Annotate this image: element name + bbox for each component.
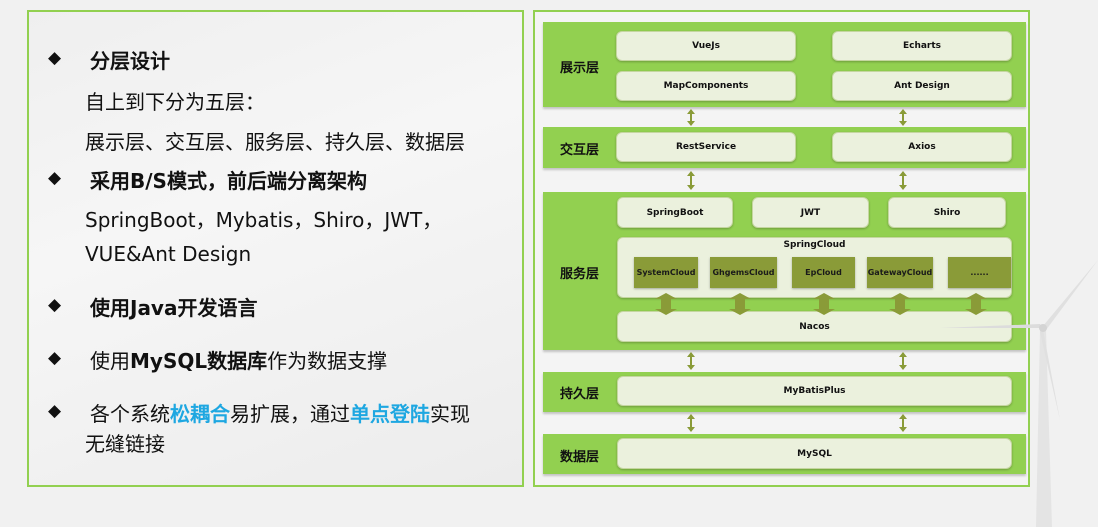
component-box: JWT [752, 197, 869, 228]
component-box: Ant Design [832, 71, 1012, 101]
windmill-decoration-icon [940, 260, 1098, 527]
point-text: 展示层、交互层、服务层、持久层、数据层 [85, 130, 465, 154]
fat-double-arrow-icon [965, 293, 987, 315]
bullet-icon: ◆ [48, 401, 62, 421]
component-box: MyBatisPlus [617, 376, 1012, 406]
highlight-text: 松耦合 [170, 402, 230, 426]
point-text: 使用MySQL数据库作为数据支撑 [90, 345, 387, 374]
microservice-box: EpCloud [792, 257, 855, 288]
layer-name: 服务层 [560, 267, 600, 282]
point-title: 分层设计 [90, 49, 170, 73]
point-text: VUE&Ant Design [85, 242, 252, 266]
double-arrow-icon [687, 171, 695, 190]
point-title: 采用B/S模式，前后端分离架构 [90, 169, 367, 193]
component-box: Shiro [888, 197, 1006, 228]
point-text: SpringBoot，Mybatis，Shiro，JWT， [85, 208, 443, 232]
point-text: 各个系统松耦合易扩展，通过单点登陆实现 [90, 398, 470, 427]
layer-name: 持久层 [560, 387, 600, 402]
microservice-box: GatewayCloud [867, 257, 933, 288]
component-box: Echarts [832, 31, 1012, 61]
fat-double-arrow-icon [729, 293, 751, 315]
double-arrow-icon [899, 352, 907, 370]
text: 使用 [90, 349, 130, 373]
double-arrow-icon [899, 414, 907, 432]
double-arrow-icon [899, 171, 907, 190]
component-box: VueJs [616, 31, 796, 61]
text: 作为数据支撑 [267, 349, 388, 373]
text: 实现 [430, 402, 470, 426]
text: 各个系统 [90, 402, 170, 426]
fat-double-arrow-icon [813, 293, 835, 315]
point-text: 无缝链接 [85, 432, 165, 456]
fat-double-arrow-icon [655, 293, 677, 315]
double-arrow-icon [687, 414, 695, 432]
point-text: 自上到下分为五层： [85, 90, 265, 114]
layer-name: 展示层 [560, 61, 600, 76]
component-box: Axios [832, 132, 1012, 162]
double-arrow-icon [687, 109, 695, 126]
bullet-icon: ◆ [48, 348, 62, 368]
layer-name: 数据层 [560, 450, 600, 465]
microservice-box: SystemCloud [634, 257, 698, 288]
highlight-text: 单点登陆 [350, 402, 430, 426]
component-box: SpringBoot [617, 197, 733, 228]
double-arrow-icon [687, 352, 695, 370]
microservice-box: GhgemsCloud [710, 257, 777, 288]
double-arrow-icon [899, 109, 907, 126]
features-panel [27, 10, 524, 487]
point-title: 使用Java开发语言 [90, 296, 258, 320]
layer-name: 交互层 [560, 143, 600, 158]
bullet-icon: ◆ [48, 48, 62, 68]
bullet-icon: ◆ [48, 168, 62, 188]
component-box: MapComponents [616, 71, 796, 101]
text: 易扩展，通过 [230, 402, 350, 426]
component-box: MySQL [617, 438, 1012, 469]
fat-double-arrow-icon [889, 293, 911, 315]
nacos-box: Nacos [617, 311, 1012, 342]
bullet-icon: ◆ [48, 295, 62, 315]
component-box: RestService [616, 132, 796, 162]
text-bold: MySQL数据库 [130, 349, 268, 373]
microservice-box: ...... [948, 257, 1011, 288]
